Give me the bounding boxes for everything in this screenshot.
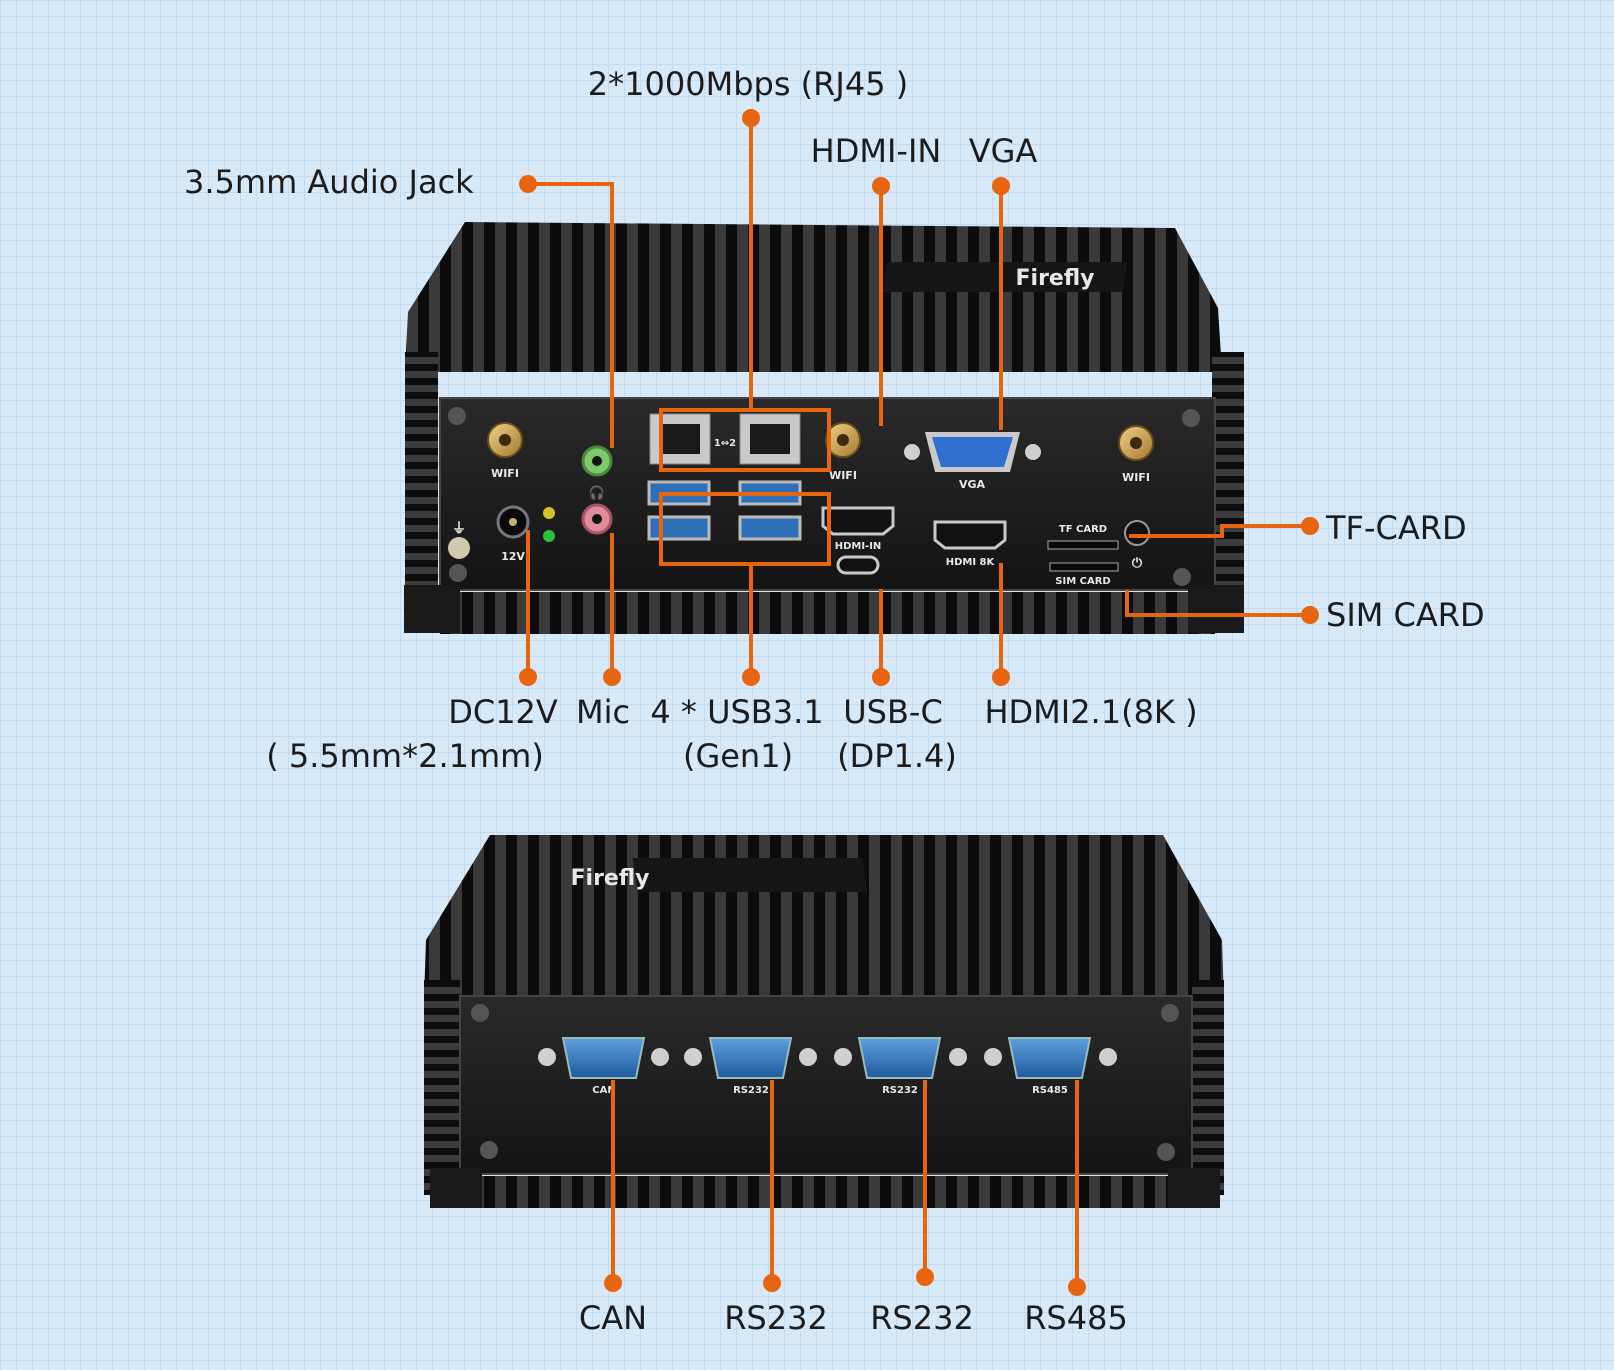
sim-card-callout-line [1125, 590, 1310, 617]
power-button-icon [1124, 520, 1150, 546]
screw-icon [449, 564, 467, 582]
hdmi-8k-port-label: HDMI 8K [946, 557, 996, 568]
rear-device: Firefly CAN RS232 RS232 [424, 835, 1224, 1208]
screw-icon [904, 444, 920, 460]
sim-card-slot-label: SIM CARD [1055, 576, 1110, 587]
tf-card-slot-label: TF CARD [1059, 524, 1107, 535]
screw-icon [448, 407, 466, 425]
mic-callout-label: Mic [575, 693, 631, 731]
lan-link-label: 1⇔2 [714, 438, 736, 449]
front-foot-left [404, 585, 460, 633]
audio-callout-label: 3.5mm Audio Jack [184, 163, 474, 201]
front-heatsink-bottom [440, 592, 1215, 634]
rear-foot-left [430, 1168, 482, 1208]
rs232-1-port-label: RS232 [733, 1085, 769, 1096]
rs232-1-db9-port-icon [684, 1037, 817, 1079]
rs232-2-db9-port-icon [834, 1037, 967, 1079]
vga-callout-label: VGA [968, 132, 1038, 170]
usb-c-callout-sublabel: (DP1.4) [837, 737, 957, 775]
wifi-antenna-right-icon [1118, 425, 1154, 461]
screw-icon [1025, 444, 1041, 460]
usb-port-4-icon [738, 515, 802, 541]
headphone-icon: 🎧 [589, 485, 605, 501]
dc-label: 12V [501, 550, 525, 563]
power-symbol-icon: ⏻ [1132, 556, 1143, 571]
tf-card-callout-line [1129, 524, 1310, 538]
usb-callout-sublabel: (Gen1) [682, 737, 794, 775]
rs485-callout-label: RS485 [1024, 1299, 1128, 1337]
ground-symbol-icon: ⏚ [452, 521, 466, 537]
rear-heatsink-left [424, 980, 460, 1195]
vga-port-label: VGA [959, 478, 986, 491]
screw-icon [1182, 409, 1200, 427]
tf-card-slot-icon [1047, 540, 1119, 550]
rear-heatsink-bottom [460, 1176, 1192, 1208]
rs485-db9-port-icon [984, 1037, 1117, 1079]
rs232-1-callout-label: RS232 [724, 1299, 828, 1337]
dc-callout-sublabel: ( 5.5mm*2.1mm) [266, 737, 544, 775]
hdmi-in-port-label: HDMI-IN [835, 541, 882, 552]
usb-port-3-icon [647, 515, 711, 541]
rear-heatsink-top [424, 835, 1224, 1000]
wifi-antenna-left-icon [487, 422, 523, 458]
front-heatsink-top [405, 222, 1222, 372]
screw-icon [471, 1004, 489, 1022]
screw-icon [1157, 1143, 1175, 1161]
rs232-2-callout-label: RS232 [870, 1299, 974, 1337]
sim-card-callout-label: SIM CARD [1326, 596, 1485, 634]
screw-icon [1173, 568, 1191, 586]
wifi-antenna-mid-icon [825, 422, 861, 458]
led-power-icon [543, 507, 555, 519]
rear-panel-plate [459, 995, 1193, 1175]
callout-lines [526, 118, 1310, 1287]
wifi-right-label: WIFI [1122, 471, 1150, 484]
hdmi21-callout-label: HDMI2.1(8K ) [984, 693, 1198, 731]
lan-highlight-box [659, 408, 831, 472]
led-status-icon [543, 530, 555, 542]
usb-c-port-icon [836, 555, 880, 575]
rear-logo-plate [632, 858, 868, 892]
audio-callout-line [528, 182, 614, 448]
callout-dots [519, 109, 1319, 1296]
front-heatsink-left [405, 352, 438, 630]
wifi-mid-label: WIFI [829, 469, 857, 482]
wifi-left-label: WIFI [491, 467, 519, 480]
can-db9-port-icon [538, 1037, 669, 1079]
usb-highlight-box [659, 492, 831, 566]
can-callout-label: CAN [578, 1299, 648, 1337]
hdmi-in-callout-label: HDMI-IN [810, 132, 942, 170]
ground-screw-icon [448, 537, 470, 559]
screw-icon [480, 1141, 498, 1159]
screw-icon [1161, 1004, 1179, 1022]
can-port-label: CAN [592, 1085, 615, 1096]
sim-card-slot-icon [1049, 562, 1119, 572]
usb-callout-label: 4 * USB3.1 [650, 693, 824, 731]
rs232-2-port-label: RS232 [882, 1085, 918, 1096]
tf-card-callout-label: TF-CARD [1326, 509, 1467, 547]
front-device: Firefly WIFI WIFI WIFI ⏚ 12V [404, 222, 1244, 634]
front-logo-plate [882, 262, 1128, 292]
front-foot-right [1188, 585, 1244, 633]
rear-brand-logo: Firefly [571, 866, 650, 891]
front-heatsink-right [1212, 352, 1244, 630]
front-brand-logo: Firefly [1016, 266, 1095, 291]
rear-heatsink-right [1192, 980, 1224, 1195]
lan-callout-label: 2*1000Mbps (RJ45 ) [587, 65, 909, 103]
rear-foot-right [1168, 1168, 1220, 1208]
hdmi-in-port-icon [821, 506, 895, 536]
rs485-port-label: RS485 [1032, 1085, 1068, 1096]
usb-c-callout-label: USB-C [843, 693, 943, 731]
dc-callout-label: DC12V [448, 693, 558, 731]
hdmi-8k-port-icon [933, 520, 1007, 550]
